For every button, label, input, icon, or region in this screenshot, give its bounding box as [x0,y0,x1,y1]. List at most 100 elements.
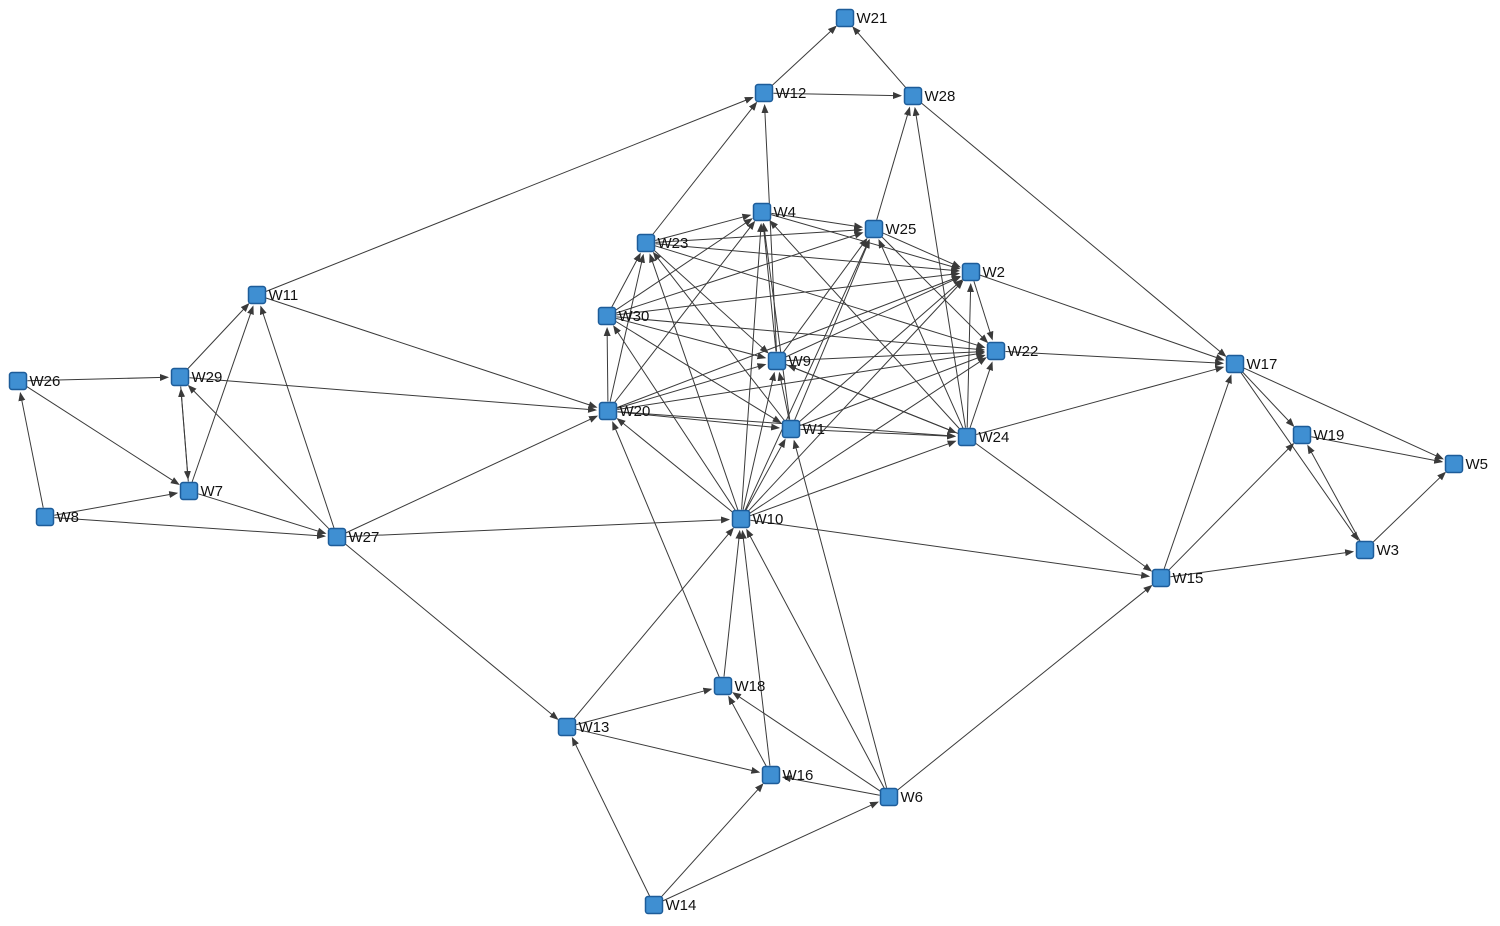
edge-W6-W10 [746,528,885,789]
node-square-W20[interactable] [598,401,618,421]
edge-W30-W9 [616,317,767,360]
edge-W6-W15 [896,584,1153,792]
node-square-W4[interactable] [752,202,772,222]
node-square-W28[interactable] [903,86,923,106]
edge-W18-W20 [612,421,720,678]
node-label-W27: W27 [349,529,380,546]
edge-W27-W11 [259,305,335,529]
node-W24[interactable]: W24 [957,427,1010,447]
node-W25[interactable]: W25 [864,219,917,239]
edge-W1-W25 [794,239,870,421]
edge-W17-W3 [1239,371,1359,542]
node-W22[interactable]: W22 [986,341,1039,361]
node-square-W21[interactable] [835,8,855,28]
node-W26[interactable]: W26 [8,371,61,391]
node-W29[interactable]: W29 [170,367,223,387]
node-square-W5[interactable] [1444,454,1464,474]
edge-W23-W4 [655,213,752,241]
edge-W1-W22 [799,354,986,427]
node-W4[interactable]: W4 [752,202,797,222]
node-W16[interactable]: W16 [761,765,814,785]
node-square-W30[interactable] [597,306,617,326]
node-label-W3: W3 [1377,542,1400,559]
node-W6[interactable]: W6 [879,787,924,807]
node-W19[interactable]: W19 [1292,425,1345,445]
edge-W15-W17 [1163,374,1232,570]
node-square-W25[interactable] [864,219,884,239]
edge-W10-W2 [747,280,964,513]
node-label-W1: W1 [803,421,826,438]
edge-W30-W2 [616,270,961,316]
edge-W10-W23 [649,253,739,511]
edge-W23-W22 [654,245,986,349]
node-square-W19[interactable] [1292,425,1312,445]
edge-W20-W1 [617,411,781,431]
node-W9[interactable]: W9 [767,351,812,371]
edge-W2-W22 [973,280,994,341]
node-label-W25: W25 [886,221,917,238]
node-W11[interactable]: W11 [247,285,299,305]
node-W20[interactable]: W20 [598,401,651,421]
edge-W25-W2 [882,232,961,268]
edge-W24-W17 [976,365,1225,435]
node-W8[interactable]: W8 [35,507,80,527]
node-label-W14: W14 [666,897,697,914]
node-W15[interactable]: W15 [1151,568,1204,588]
edge-W10-W1 [745,438,786,511]
node-square-W10[interactable] [731,509,751,529]
node-W30[interactable]: W30 [597,306,650,326]
node-square-W9[interactable] [767,351,787,371]
edge-W3-W5 [1371,471,1447,544]
node-square-W12[interactable] [754,83,774,103]
node-W14[interactable]: W14 [644,895,697,915]
node-square-W15[interactable] [1151,568,1171,588]
node-W27[interactable]: W27 [327,527,380,547]
node-W21[interactable]: W21 [835,8,888,28]
node-square-W27[interactable] [327,527,347,547]
node-W12[interactable]: W12 [754,83,807,103]
edge-W20-W4 [613,220,756,404]
node-W18[interactable]: W18 [713,676,766,696]
edge-W25-W28 [876,106,911,221]
edge-W7-W27 [197,493,327,535]
edge-W24-W28 [912,106,966,428]
node-W3[interactable]: W3 [1355,540,1400,560]
edge-W3-W19 [1307,444,1361,542]
node-label-W4: W4 [774,204,797,221]
node-square-W17[interactable] [1225,354,1245,374]
edge-W9-W2 [785,276,961,358]
node-W23[interactable]: W23 [636,233,689,253]
node-label-W12: W12 [776,85,807,102]
node-square-W24[interactable] [957,427,977,447]
node-square-W3[interactable] [1355,540,1375,560]
node-square-W29[interactable] [170,367,190,387]
node-square-W26[interactable] [8,371,28,391]
node-square-W6[interactable] [879,787,899,807]
node-square-W8[interactable] [35,507,55,527]
node-square-W23[interactable] [636,233,656,253]
edge-W23-W25 [655,226,863,243]
node-W1[interactable]: W1 [781,419,826,439]
node-W28[interactable]: W28 [903,86,956,106]
node-label-W23: W23 [658,235,689,252]
node-W7[interactable]: W7 [179,481,224,501]
node-square-W16[interactable] [761,765,781,785]
node-square-W7[interactable] [179,481,199,501]
node-W5[interactable]: W5 [1444,454,1489,474]
edge-W23-W2 [655,243,960,274]
node-square-W1[interactable] [781,419,801,439]
node-W13[interactable]: W13 [557,717,610,737]
node-W10[interactable]: W10 [731,509,784,529]
node-square-W2[interactable] [961,262,981,282]
node-square-W11[interactable] [247,285,267,305]
node-square-W18[interactable] [713,676,733,696]
node-square-W14[interactable] [644,895,664,915]
node-label-W18: W18 [735,678,766,695]
node-square-W22[interactable] [986,341,1006,361]
edge-W13-W10 [572,527,734,721]
node-W17[interactable]: W17 [1225,354,1278,374]
node-W2[interactable]: W2 [961,262,1006,282]
edge-W20-W30 [603,327,611,402]
node-square-W13[interactable] [557,717,577,737]
